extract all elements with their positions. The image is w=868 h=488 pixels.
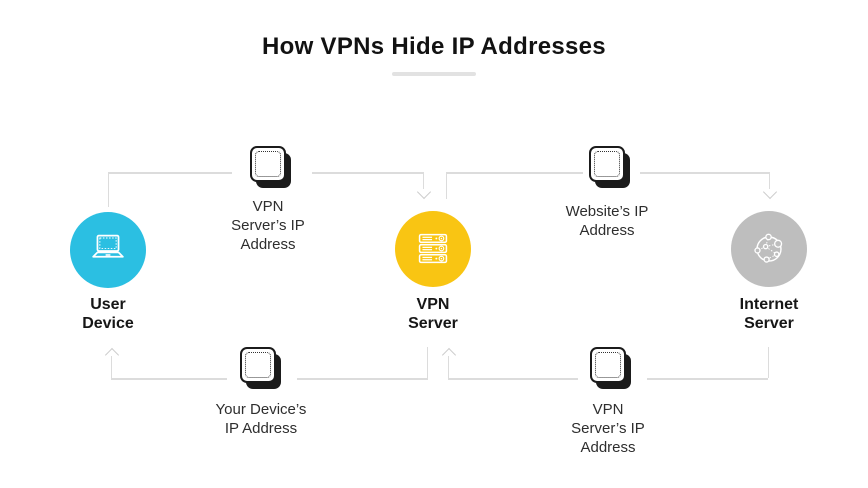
packet-dotted-border: [255, 151, 281, 177]
packet-front-layer: [590, 347, 626, 383]
flow-label-vpn-servers-ip-return: VPN Server’s IP Address: [571, 401, 645, 456]
connector-user-to-vpn-vertical: [107, 172, 109, 207]
arrow-down-icon: [416, 184, 432, 200]
connector-vpn-to-user-vertical: [426, 347, 428, 378]
user-device-label: User Device: [82, 296, 134, 332]
connector-vpn-to-internet-horizontal-left: [446, 172, 583, 174]
connector-internet-to-vpn-arrow-stem: [447, 356, 449, 378]
connector-vpn-to-internet-horizontal-right: [640, 172, 769, 174]
arrow-up-icon: [104, 347, 120, 363]
packet-front-layer: [240, 347, 276, 383]
packet-front-layer: [589, 146, 625, 182]
arrow-down-icon: [762, 184, 778, 200]
connector-user-to-vpn-horizontal-left: [108, 172, 232, 174]
ip-packet-icon: [590, 347, 633, 390]
packet-dotted-border: [595, 352, 621, 378]
connector-vpn-to-internet-arrow-stem: [768, 172, 770, 189]
page-title: How VPNs Hide IP Addresses: [262, 33, 606, 60]
connector-vpn-to-user-horizontal-right: [297, 378, 428, 380]
ip-packet-icon: [589, 146, 632, 189]
vpn-server-node: [395, 211, 471, 287]
laptop-icon: [92, 234, 124, 258]
ip-packet-icon: [250, 146, 293, 189]
arrow-up-icon: [441, 347, 457, 363]
ip-packet-icon: [240, 347, 283, 390]
vpn-server-label: VPN Server: [408, 296, 458, 332]
flow-label-websites-ip: Website’s IP Address: [565, 203, 649, 239]
connector-user-to-vpn-horizontal-right: [312, 172, 423, 174]
internet-server-label: Internet Server: [739, 296, 799, 332]
connector-vpn-to-internet-vertical: [445, 172, 447, 199]
connector-vpn-to-user-arrow-stem: [110, 356, 112, 378]
flow-label-vpn-servers-ip: VPN Server’s IP Address: [231, 198, 305, 253]
connector-internet-to-vpn-vertical: [767, 347, 769, 378]
packet-dotted-border: [594, 151, 620, 177]
packet-dotted-border: [245, 352, 271, 378]
server-icon: [418, 233, 448, 264]
packet-front-layer: [250, 146, 286, 182]
user-device-node: [70, 212, 146, 288]
connector-user-to-vpn-arrow-stem: [422, 172, 424, 189]
globe-network-icon: [754, 233, 783, 263]
connector-internet-to-vpn-horizontal-right: [647, 378, 768, 380]
connector-vpn-to-user-horizontal-left: [111, 378, 227, 380]
internet-server-node: [731, 211, 807, 287]
title-underline-divider: [392, 72, 476, 76]
connector-internet-to-vpn-horizontal-left: [448, 378, 578, 380]
flow-label-your-devices-ip: Your Device’s IP Address: [215, 401, 307, 437]
